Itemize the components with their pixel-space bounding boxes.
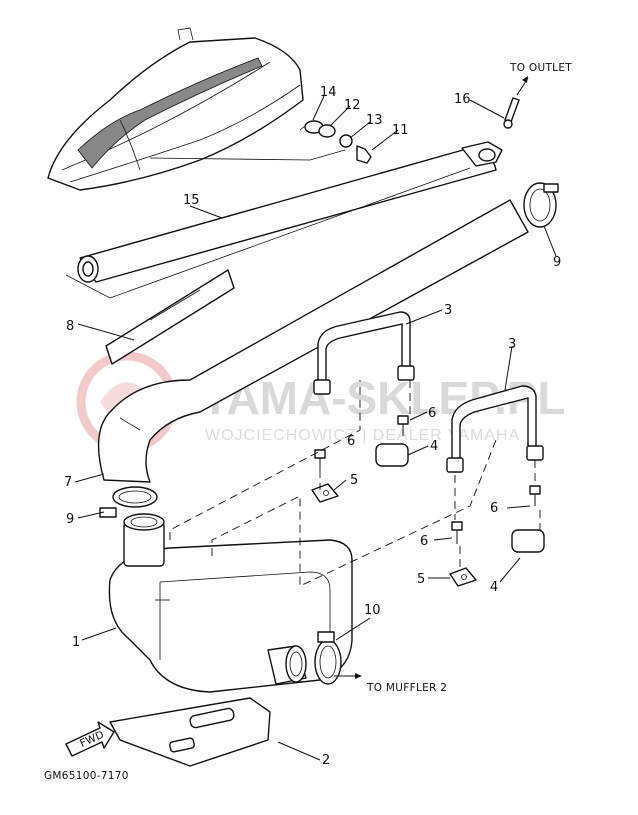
- part-8-heat-shield-strip: [105, 269, 235, 365]
- callout-1: 1: [72, 635, 80, 650]
- callout-15: 15: [183, 193, 200, 208]
- to-muffler-label: TO MUFFLER 2: [366, 682, 447, 694]
- callout-9a: 9: [553, 255, 561, 270]
- callout-4b: 4: [490, 580, 498, 595]
- part-15-exhaust-pipe: [65, 141, 503, 299]
- forward-arrow-icon: FWD: [65, 721, 115, 757]
- part-9-clamp-upper: [523, 182, 559, 228]
- callout-12: 12: [344, 98, 361, 113]
- callout-numbers: 1 2 3 3 4 4 5 5 6 6 6 6 7 8 9 9 10 11 12…: [64, 85, 561, 768]
- callout-16: 16: [454, 92, 471, 107]
- dashed-guide-lines: [169, 380, 541, 587]
- callout-8: 8: [66, 319, 74, 334]
- part-10-clamp: [314, 631, 342, 685]
- fitting-hardware-11-14: [299, 120, 372, 164]
- part-9-clamp-lower: [99, 486, 158, 518]
- callout-6c: 6: [490, 501, 498, 516]
- callout-3a: 3: [444, 303, 452, 318]
- callout-6a: 6: [428, 406, 436, 421]
- callout-2: 2: [322, 753, 330, 768]
- watercraft-hull-illustration: [47, 27, 346, 191]
- callout-5a: 5: [350, 473, 358, 488]
- leader-lines: [74, 95, 557, 761]
- callout-9b: 9: [66, 512, 74, 527]
- callout-6b: 6: [347, 434, 355, 449]
- watermark-tagline: WOJCIECHOWICZ | DEALER YAMAHA: [205, 427, 520, 444]
- part-7-hose: [97, 199, 529, 483]
- callout-13: 13: [366, 113, 383, 128]
- part-16-nipple: [503, 76, 529, 129]
- part-2-plate: [109, 697, 271, 767]
- part-3-mounting-bands: [313, 311, 544, 473]
- callout-14: 14: [320, 85, 337, 100]
- callout-10: 10: [364, 603, 381, 618]
- part-4-dampers: [375, 443, 545, 553]
- part-1-muffler-body: [108, 513, 353, 693]
- callout-6d: 6: [420, 534, 428, 549]
- callout-5b: 5: [417, 572, 425, 587]
- callout-3b: 3: [508, 337, 516, 352]
- to-outlet-label: TO OUTLET: [509, 62, 572, 74]
- callout-11: 11: [392, 123, 409, 138]
- callout-4a: 4: [430, 439, 438, 454]
- callout-7: 7: [64, 475, 72, 490]
- diagram-code: GM65100-7170: [44, 770, 129, 782]
- part-5-brackets: [311, 483, 477, 587]
